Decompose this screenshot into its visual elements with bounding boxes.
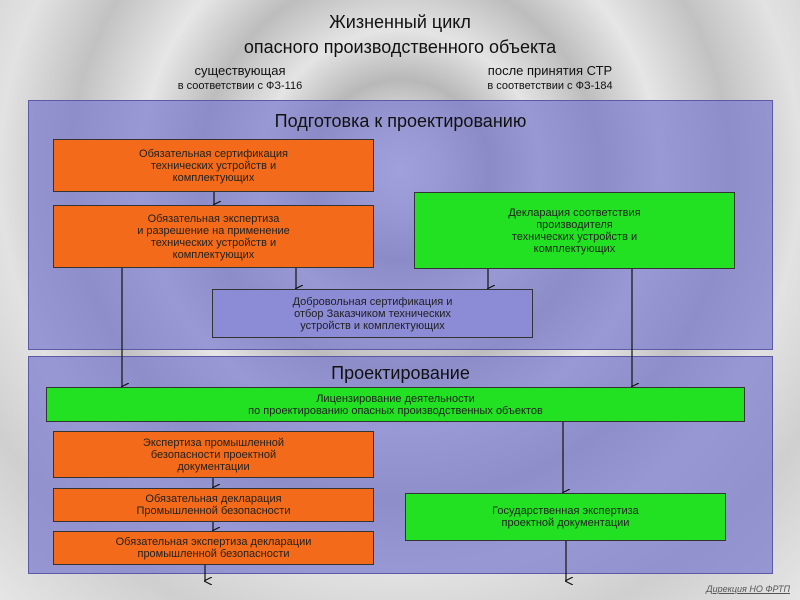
panel-design-preparation-title: Подготовка к проектированию	[274, 111, 527, 131]
right-subheader: в соответствии с ФЗ-184	[487, 80, 613, 92]
mandatory-certification-box: Обязательная сертификация технических ус…	[53, 139, 374, 192]
voluntary-certification-box: Добровольная сертификация и отбор Заказч…	[212, 289, 533, 338]
footer-credit: Дирекция НО ФРТП	[706, 584, 790, 594]
right-header: после принятия СТР	[487, 63, 613, 78]
title-line-2: опасного производственного объекта	[243, 37, 557, 57]
manufacturer-declaration-box: Декларация соответствия производителя те…	[414, 192, 735, 269]
industrial-safety-expertise-box: Экспертиза промышленной безопасности про…	[53, 431, 374, 478]
licensing-box: Лицензирование деятельности по проектиро…	[46, 387, 745, 422]
state-expertise-box: Государственная экспертиза проектной док…	[405, 493, 726, 541]
left-header: существующая	[194, 63, 286, 78]
title-line-1: Жизненный цикл	[329, 12, 471, 32]
mandatory-declaration-box: Обязательная декларация Промышленной без…	[53, 488, 374, 522]
mandatory-expertise-permit-box: Обязательная экспертиза и разрешение на …	[53, 205, 374, 268]
panel-design-title: Проектирование	[331, 363, 470, 383]
left-subheader: в соответствии с ФЗ-116	[177, 80, 303, 92]
declaration-expertise-box: Обязательная экспертиза декларации промы…	[53, 531, 374, 565]
